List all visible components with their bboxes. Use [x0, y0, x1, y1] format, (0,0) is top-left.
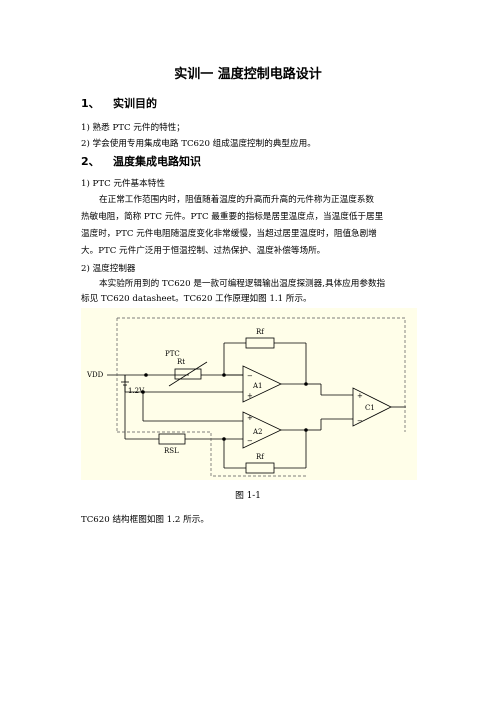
- svg-text:−: −: [357, 417, 363, 425]
- figure-background: [81, 308, 417, 480]
- footer-text: TC620 结构框图如图 1.2 所示。: [81, 515, 209, 525]
- page-title: 实训一 温度控制电路设计: [174, 67, 322, 82]
- paragraph-line: 大。PTC 元件广泛用于恒温控制、过热保护、温度补偿等场所。: [81, 246, 326, 256]
- rf-bottom-label: Rf: [256, 453, 265, 461]
- section-title: 实训目的: [113, 97, 157, 110]
- svg-text:+: +: [247, 392, 253, 400]
- objective-item: 1) 熟悉 PTC 元件的特性；: [81, 123, 185, 133]
- c1-label: C1: [365, 404, 375, 412]
- paragraph-line: 温度时，PTC 元件电阻随温度变化非常缓慢，当超过居里温度时，阻值急剧增: [81, 229, 377, 239]
- a2-label: A2: [252, 428, 263, 436]
- comparator-c1: [352, 387, 392, 427]
- objective-item: 2) 学会使用专用集成电路 TC620 组成温度控制的典型应用。: [81, 139, 316, 149]
- section-number: 2、: [81, 155, 100, 168]
- paragraph-line: 标见 TC620 datasheet。TC620 工作原理如图 1.1 所示。: [81, 294, 312, 304]
- section-heading-2: 2、温度集成电路知识: [81, 156, 201, 167]
- voltage-ref-label: 1.2V: [128, 387, 145, 395]
- svg-text:−: −: [247, 437, 253, 445]
- section-title: 温度集成电路知识: [113, 155, 201, 168]
- paragraph-line: 在正常工作范围内时，阻值随着温度的升高而升高的元件称为正温度系数: [99, 195, 375, 205]
- vdd-label: VDD: [86, 371, 104, 379]
- ptc-label: PTC: [165, 350, 180, 358]
- section-number: 1、: [81, 97, 100, 110]
- svg-text:+: +: [247, 414, 253, 422]
- opamp-a1: [242, 365, 282, 403]
- subsection-label: 2) 温度控制器: [81, 264, 136, 274]
- figure-caption: 图 1-1: [235, 491, 261, 501]
- rf-top-label: Rf: [256, 328, 265, 336]
- section-heading-1: 1、实训目的: [81, 98, 157, 109]
- svg-text:−: −: [247, 372, 253, 380]
- a1-label: A1: [252, 382, 263, 390]
- ptc-resistor: [174, 368, 202, 380]
- paragraph-line: 热敏电阻，简称 PTC 元件。PTC 最重要的指标是居里温度点，当温度低于居里: [81, 212, 384, 222]
- circuit-diagram: − + + − + − VDD PTC Rt Rf Rf 1.2V A1 A2 …: [81, 308, 417, 480]
- opamp-a2: [242, 411, 282, 449]
- paragraph-line: 本实验所用到的 TC620 是一款可编程逻辑输出温度探测器,具体应用参数指: [99, 279, 386, 289]
- subsection-label: 1) PTC 元件基本特性: [81, 179, 165, 189]
- rsl-label: RSL: [164, 447, 179, 455]
- rt-label: Rt: [177, 358, 185, 366]
- svg-text:+: +: [357, 392, 363, 400]
